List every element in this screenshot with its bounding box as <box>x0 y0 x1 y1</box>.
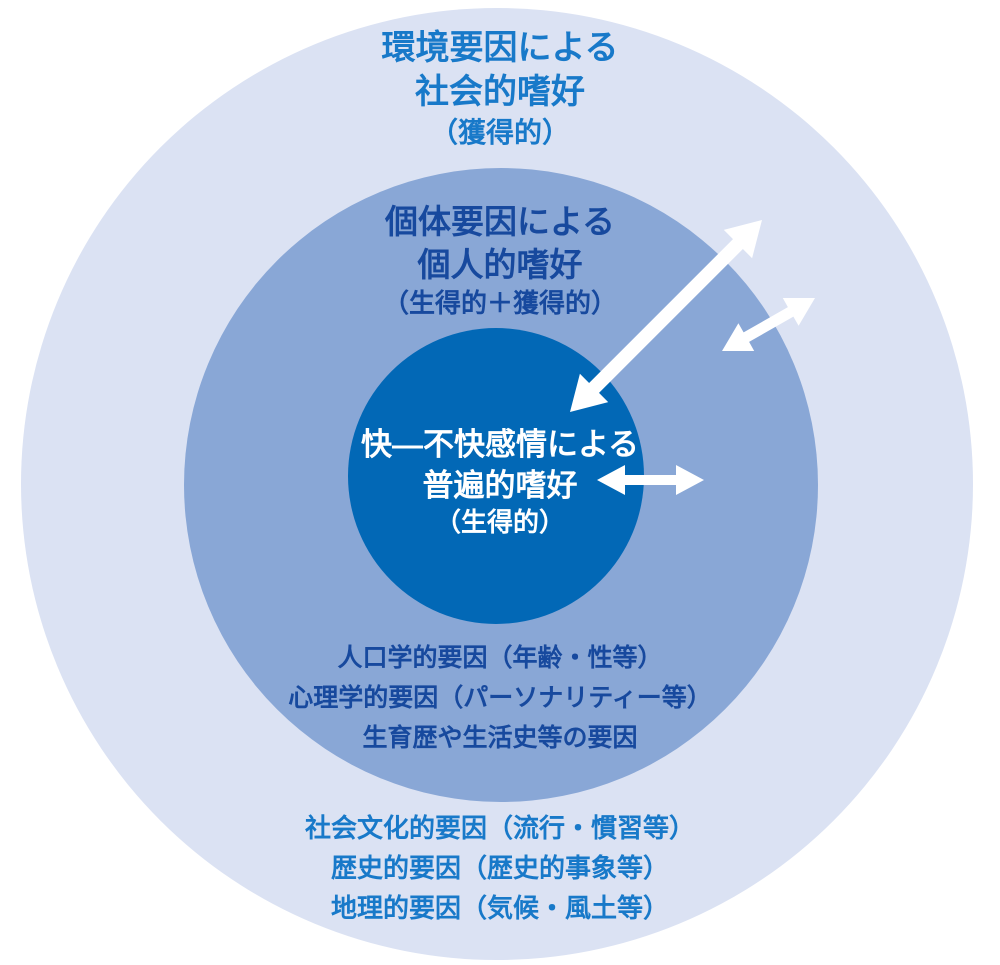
outer-title-subtitle: （獲得的） <box>429 117 570 148</box>
middle-title-line-1: 個体要因による <box>384 203 615 240</box>
middle-circle-title: 個体要因による 個人的嗜好 （生得的＋獲得的） <box>0 200 1000 320</box>
factor-historical: 歴史的要因（歴史的事象等） <box>330 853 669 883</box>
middle-title-subtitle: （生得的＋獲得的） <box>382 288 617 318</box>
factor-psychological: 心理学的要因（パーソナリティー等） <box>288 684 712 712</box>
factor-demographic: 人口学的要因（年齢・性等） <box>337 644 663 672</box>
inner-title-subtitle: （生得的） <box>434 507 565 537</box>
factor-life-history: 生育歴や生活史等の要因 <box>362 724 638 752</box>
middle-circle-factor-list: 人口学的要因（年齢・性等） 心理学的要因（パーソナリティー等） 生育歴や生活史等… <box>0 638 1000 758</box>
outer-title-line-2: 社会的嗜好 <box>415 73 585 111</box>
inner-title-line-1: 快—不快感情による <box>360 427 640 462</box>
outer-circle-title: 環境要因による 社会的嗜好 （獲得的） <box>0 26 1000 152</box>
middle-title-line-2: 個人的嗜好 <box>417 246 583 283</box>
inner-title-line-2: 普遍的嗜好 <box>422 468 578 503</box>
inner-circle-title: 快—不快感情による 普遍的嗜好 （生得的） <box>0 424 1000 539</box>
factor-sociocultural: 社会文化的要因（流行・慣習等） <box>304 813 695 843</box>
factor-geographical: 地理的要因（気候・風土等） <box>330 893 669 923</box>
outer-title-line-1: 環境要因による <box>381 29 619 67</box>
outer-circle-factor-list: 社会文化的要因（流行・慣習等） 歴史的要因（歴史的事象等） 地理的要因（気候・風… <box>0 808 1000 928</box>
